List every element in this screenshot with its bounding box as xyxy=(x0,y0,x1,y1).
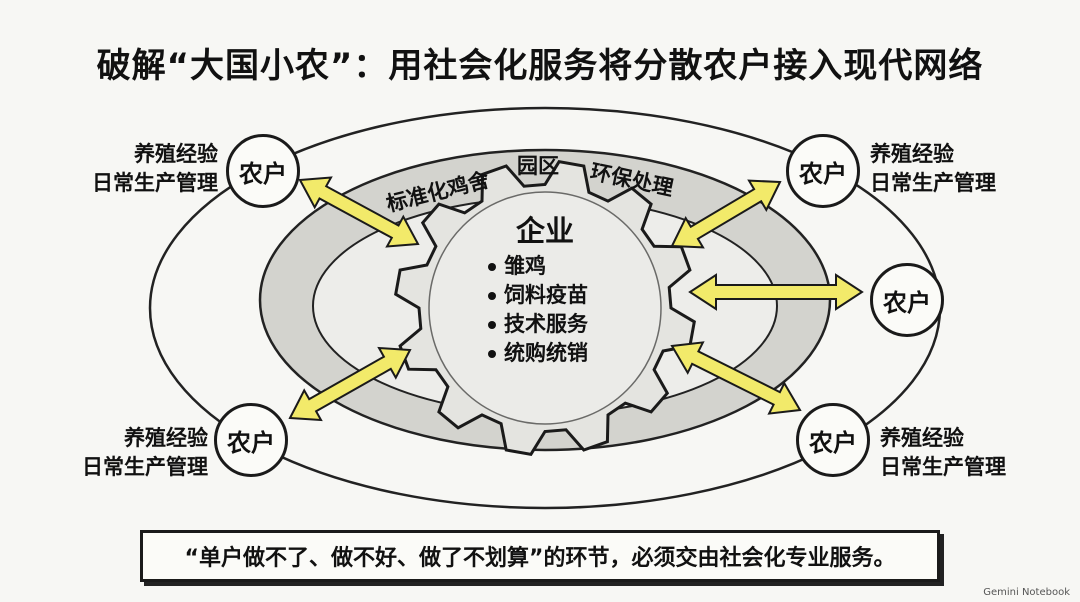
enterprise-service-list: 雏鸡 饲料疫苗 技术服务 统购统销 xyxy=(488,252,588,368)
conclusion-banner: “单户做不了、做不好、做了不划算”的环节，必须交由社会化专业服务。 xyxy=(140,530,940,582)
farmer-note-bottom-right: 养殖经验日常生产管理 xyxy=(880,426,1006,479)
farmer-node-top-left: 农户 xyxy=(226,134,300,208)
enterprise-gear xyxy=(394,160,696,456)
farmer-note-top-left: 养殖经验日常生产管理 xyxy=(92,142,218,195)
connection-arrows xyxy=(288,176,864,422)
farmer-node-top-right: 农户 xyxy=(786,134,860,208)
page-title: 破解“大国小农”：用社会化服务将分散农户接入现代网络 xyxy=(96,46,984,86)
farmer-note-top-right: 养殖经验日常生产管理 xyxy=(870,142,996,195)
double-arrow xyxy=(670,341,802,415)
farmer-node-right: 农户 xyxy=(870,263,944,337)
double-arrow xyxy=(288,346,412,422)
enterprise-item: 技术服务 xyxy=(488,310,588,339)
farmer-note-bottom-left: 养殖经验日常生产管理 xyxy=(82,426,208,479)
farmer-node-bottom-right: 农户 xyxy=(796,403,870,477)
double-arrow xyxy=(688,273,864,311)
enterprise-item: 雏鸡 xyxy=(488,252,588,281)
enterprise-item: 饲料疫苗 xyxy=(488,281,588,310)
farmer-node-bottom-left: 农户 xyxy=(214,403,288,477)
enterprise-item: 统购统销 xyxy=(488,339,588,368)
watermark: Gemini Notebook xyxy=(983,587,1070,598)
double-arrow xyxy=(298,176,420,248)
enterprise-title: 企业 xyxy=(515,214,574,248)
ring-label-park: 园区 xyxy=(517,154,559,178)
double-arrow xyxy=(670,179,782,249)
